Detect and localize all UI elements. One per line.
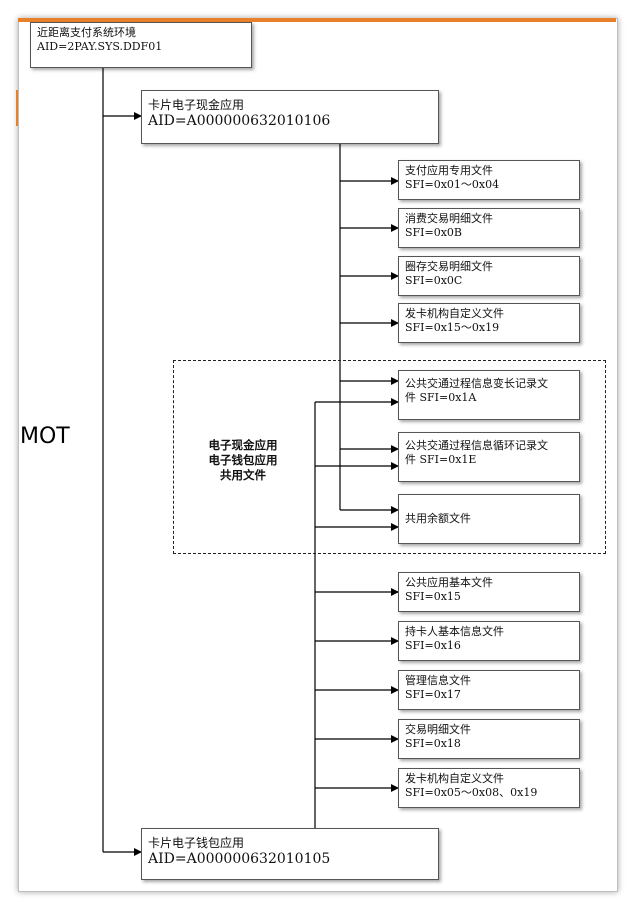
file-sfi: SFI=0x15～0x19	[405, 320, 500, 334]
file-name: 发卡机构自定义文件	[405, 307, 504, 320]
wallet-file-box: 管理信息文件 SFI=0x17	[398, 670, 580, 710]
shared-file-box: 共用余额文件	[398, 494, 580, 544]
cash-file-box: 支付应用专用文件 SFI=0x01～0x04	[398, 160, 580, 200]
file-name: 持卡人基本信息文件	[405, 625, 504, 638]
shared-group-label-line: 共用文件	[220, 467, 266, 482]
box-title: 卡片电子现金应用	[148, 98, 245, 112]
file-sfi: 件 SFI=0x1E	[405, 452, 477, 466]
cash-file-box: 消费交易明细文件 SFI=0x0B	[398, 208, 580, 248]
file-sfi: SFI=0x17	[405, 687, 461, 701]
shared-group-label-line: 电子现金应用	[208, 438, 278, 452]
file-name: 交易明细文件	[405, 723, 471, 736]
box-aid: AID=A000000632010105	[148, 851, 331, 867]
shared-group-label: 电子现金应用 电子钱包应用 共用文件	[195, 438, 291, 483]
shared-file-box: 公共交通过程信息循环记录文 件 SFI=0x1E	[398, 432, 580, 482]
file-sfi: SFI=0x0B	[405, 225, 463, 239]
overlay-mot-text: MOT	[20, 424, 70, 449]
file-name: 圈存交易明细文件	[405, 260, 493, 273]
file-sfi: SFI=0x01～0x04	[405, 177, 500, 191]
file-sfi: SFI=0x16	[405, 638, 461, 652]
file-name: 公共交通过程信息循环记录文	[405, 439, 548, 452]
shared-group-label-line: 电子钱包应用	[208, 452, 278, 467]
box-aid: AID=A000000632010106	[148, 113, 331, 129]
file-name: 公共应用基本文件	[405, 576, 493, 589]
box-aid: AID=2PAY.SYS.DDF01	[37, 39, 163, 53]
wallet-file-box: 持卡人基本信息文件 SFI=0x16	[398, 621, 580, 661]
root-environment-box: 近距离支付系统环境 AID=2PAY.SYS.DDF01	[30, 22, 252, 68]
file-sfi: 件 SFI=0x1A	[405, 390, 477, 404]
file-name: 发卡机构自定义文件	[405, 772, 504, 785]
file-sfi: SFI=0x05～0x08、0x19	[405, 785, 538, 799]
file-sfi: SFI=0x0C	[405, 273, 463, 287]
cash-app-box: 卡片电子现金应用 AID=A000000632010106	[141, 90, 439, 144]
file-sfi: SFI=0x18	[405, 736, 461, 750]
file-name: 消费交易明细文件	[405, 212, 493, 225]
shared-files-group	[173, 360, 606, 554]
wallet-file-box: 公共应用基本文件 SFI=0x15	[398, 572, 580, 612]
wallet-app-box: 卡片电子钱包应用 AID=A000000632010105	[141, 828, 439, 880]
wallet-file-box: 发卡机构自定义文件 SFI=0x05～0x08、0x19	[398, 768, 580, 808]
box-title: 近距离支付系统环境	[37, 26, 136, 39]
box-title: 卡片电子钱包应用	[148, 836, 245, 850]
file-name: 管理信息文件	[405, 674, 471, 687]
cash-file-box: 圈存交易明细文件 SFI=0x0C	[398, 256, 580, 296]
shared-file-box: 公共交通过程信息变长记录文 件 SFI=0x1A	[398, 370, 580, 420]
cash-file-box: 发卡机构自定义文件 SFI=0x15～0x19	[398, 303, 580, 343]
file-name: 公共交通过程信息变长记录文	[405, 377, 548, 390]
wallet-file-box: 交易明细文件 SFI=0x18	[398, 719, 580, 759]
left-accent-mark	[16, 90, 18, 126]
file-name: 共用余额文件	[405, 512, 471, 525]
file-name: 支付应用专用文件	[405, 164, 493, 177]
top-accent-line	[18, 18, 616, 22]
file-sfi: SFI=0x15	[405, 589, 461, 603]
